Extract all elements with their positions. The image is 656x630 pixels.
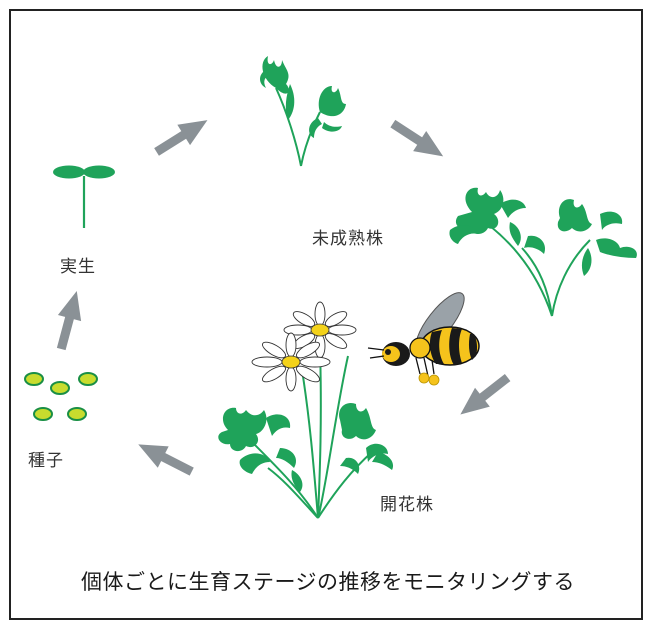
seedling-icon bbox=[53, 166, 115, 229]
seeds-icon bbox=[25, 373, 97, 420]
arrow-immature-to-flowering bbox=[453, 368, 515, 424]
label-immature-plant: 未成熟株 bbox=[312, 224, 384, 249]
label-seedling: 実生 bbox=[60, 252, 96, 277]
label-flowering-plant: 開花株 bbox=[380, 490, 434, 515]
arrow-seedling-to-young bbox=[150, 110, 214, 162]
flowering-plant-icon bbox=[218, 302, 393, 518]
immature-plant-icon bbox=[449, 188, 636, 316]
young-plant-icon bbox=[260, 56, 346, 166]
caption: 個体ごとに生育ステージの推移をモニタリングする bbox=[0, 566, 656, 596]
label-seed: 種子 bbox=[28, 446, 64, 471]
bee-icon bbox=[368, 286, 479, 385]
arrow-flowering-to-seed bbox=[133, 434, 197, 483]
arrow-young-to-immature bbox=[386, 114, 449, 167]
arrow-seed-to-seedling bbox=[50, 288, 89, 352]
